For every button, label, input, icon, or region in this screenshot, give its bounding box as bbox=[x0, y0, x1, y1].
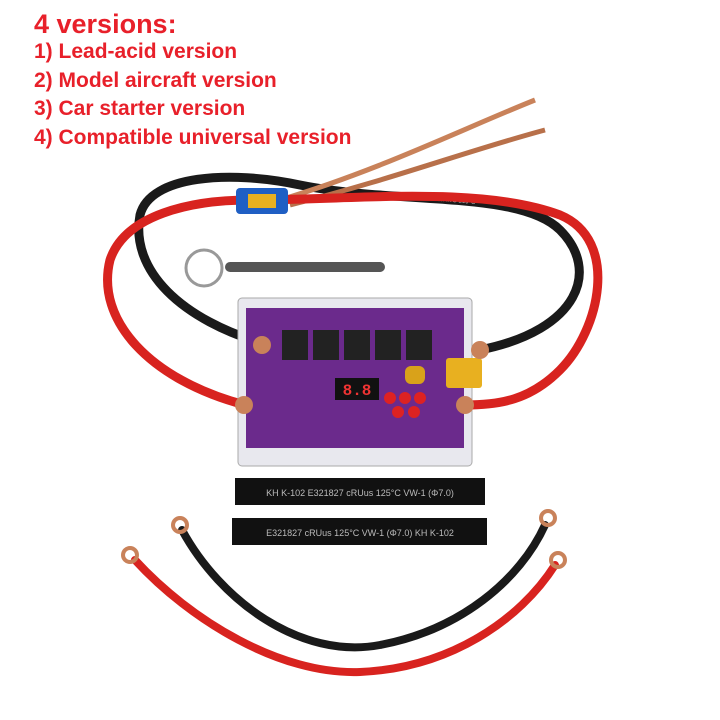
terminal bbox=[471, 341, 489, 359]
version-item: 4) Compatible universal version bbox=[34, 125, 352, 149]
version-item: 2) Model aircraft version bbox=[34, 68, 277, 92]
copper-probe-1 bbox=[279, 97, 536, 203]
buttons bbox=[384, 392, 426, 418]
terminal bbox=[235, 396, 253, 414]
short-red-cable bbox=[131, 556, 559, 677]
caption-title: 4 versions: bbox=[34, 9, 177, 39]
terminal bbox=[253, 336, 271, 354]
heat-shrink-tube bbox=[232, 518, 487, 545]
tube-marking: KH K-102 E321827 cRUus 125°C VW-1 (Φ7.0) bbox=[266, 488, 454, 498]
keyring bbox=[184, 248, 224, 288]
version-item: 1) Lead-acid version bbox=[34, 40, 238, 63]
black-cable bbox=[134, 172, 584, 355]
tube-marking: E321827 cRUus 125°C VW-1 (Φ7.0) KH K-102 bbox=[266, 528, 454, 538]
led-display bbox=[335, 378, 379, 400]
short-black-cable bbox=[178, 521, 549, 652]
ring-terminal bbox=[549, 551, 567, 569]
red-cable bbox=[103, 191, 603, 410]
display-readout: 8.8 bbox=[343, 382, 372, 400]
ring-terminal bbox=[171, 516, 189, 534]
ring-terminal bbox=[121, 546, 139, 564]
heat-shrink-tube bbox=[235, 478, 485, 505]
version-item: 3) Car starter version bbox=[34, 97, 246, 120]
connector-plug bbox=[248, 194, 276, 208]
capacitor bbox=[405, 366, 425, 384]
ring-terminal bbox=[539, 509, 557, 527]
mosfets bbox=[282, 330, 432, 360]
screwdriver bbox=[225, 262, 385, 272]
xt60-connector bbox=[446, 358, 482, 388]
versions-caption: 4 versions: 1) Lead-acid version 2) Mode… bbox=[34, 10, 351, 152]
terminal bbox=[456, 396, 474, 414]
